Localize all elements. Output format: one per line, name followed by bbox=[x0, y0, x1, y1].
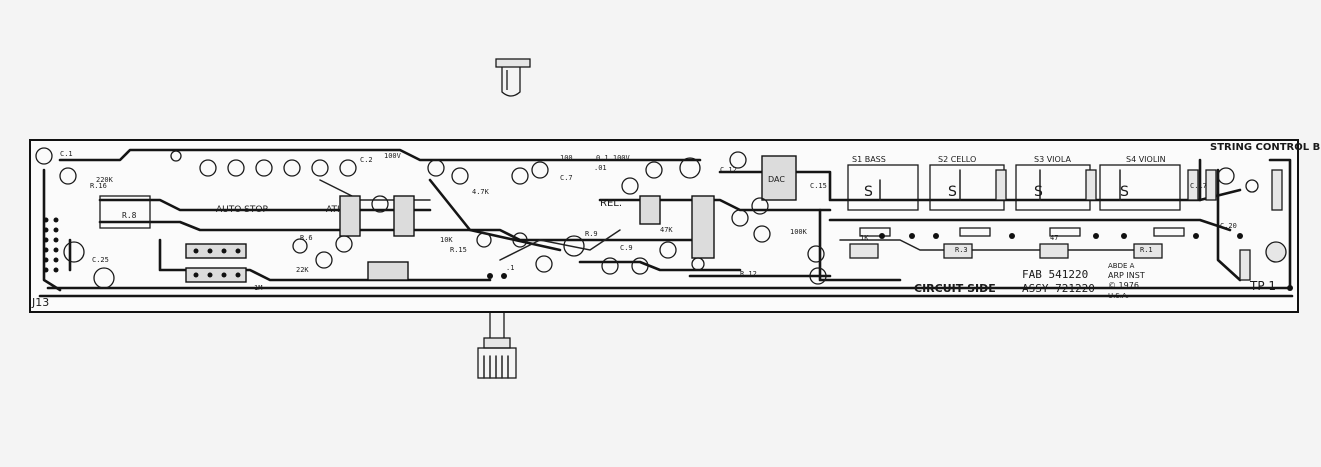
capacitor-label-9: C.25 bbox=[92, 256, 109, 264]
rev-label: ABDE A bbox=[1108, 262, 1135, 270]
value-label-7: .01 bbox=[594, 164, 607, 172]
capacitor-label-5: C.12 bbox=[720, 166, 737, 174]
capacitor-label-1: C.1 bbox=[60, 150, 73, 158]
board-labels: STRING CONTROL BD. CIRCUIT SIDE ASSY 721… bbox=[31, 142, 1321, 309]
value-label-8: .1 bbox=[506, 264, 514, 272]
value-label-11: 47 bbox=[1050, 234, 1058, 242]
capacitor-label-3: C.7 bbox=[560, 174, 573, 182]
brand-label: ARP INST bbox=[1108, 271, 1145, 280]
resistor-label-7: R.3 bbox=[955, 246, 968, 254]
bass-section-label: S1 BASS bbox=[852, 155, 886, 164]
ic-chips bbox=[99, 155, 797, 283]
resistor-bank-right bbox=[995, 169, 1283, 281]
ribbon-connector-bottom bbox=[477, 299, 517, 379]
origin-label: U.S.A. bbox=[1108, 292, 1129, 300]
capacitor-label-7: C.17 bbox=[1190, 182, 1207, 190]
cello-section-label: S2 CELLO bbox=[938, 155, 976, 164]
capacitors bbox=[35, 147, 1287, 289]
tp1-label: TP 1 bbox=[1249, 279, 1276, 293]
capacitor-label-4: C.9 bbox=[620, 244, 633, 252]
fab-number: FAB 541220 bbox=[1022, 268, 1088, 281]
capacitor-label-2: C.2 bbox=[360, 156, 373, 164]
value-label-9: 22K bbox=[296, 266, 309, 274]
switch-sections: S S S S bbox=[847, 164, 1181, 211]
assy-number: ASSY 721220 bbox=[1022, 282, 1095, 295]
svg-text:S: S bbox=[1034, 184, 1043, 200]
resistor-label-5: R.9 bbox=[585, 230, 598, 238]
solder-pads bbox=[43, 217, 1293, 291]
pcb-board-outline bbox=[29, 139, 1299, 313]
value-label-10: 1K bbox=[860, 234, 869, 242]
rel-label: REL. bbox=[600, 198, 622, 209]
value-label-6: 1M bbox=[254, 284, 262, 292]
value-label-14: 220K bbox=[96, 176, 114, 184]
value-label-13: 100 bbox=[560, 154, 573, 162]
value-label-5: 100K bbox=[790, 228, 808, 236]
svg-text:S: S bbox=[948, 184, 957, 200]
capacitor-label-6: C.15 bbox=[810, 182, 827, 190]
value-label-2: 4.7K bbox=[472, 188, 490, 196]
j13-label: J13 bbox=[31, 296, 49, 309]
board-title: STRING CONTROL BD. bbox=[1210, 142, 1321, 153]
violin-section-label: S4 VIOLIN bbox=[1126, 155, 1166, 164]
resistor-label-2: R.16 bbox=[90, 182, 107, 190]
value-label-12: 0.1 100V bbox=[596, 154, 631, 162]
circuit-side-label: CIRCUIT SIDE bbox=[914, 282, 996, 295]
viola-section-label: S3 VIOLA bbox=[1034, 155, 1071, 164]
ckt-label-1: ATI bbox=[326, 205, 340, 215]
value-label-3: 10K bbox=[440, 236, 453, 244]
copyright-label: © 1976 bbox=[1108, 281, 1139, 290]
resistor-label-6: R.12 bbox=[740, 270, 757, 278]
resistor-label-4: R.15 bbox=[450, 246, 467, 254]
transistor-row bbox=[849, 227, 1185, 259]
resistor-label-8: R.1 bbox=[1140, 246, 1153, 254]
svg-text:S: S bbox=[1120, 184, 1129, 200]
capacitor-label-8: C.20 bbox=[1220, 222, 1237, 230]
ckt-label-2: AUTO STOP bbox=[216, 205, 268, 215]
value-label-1: 100V bbox=[384, 152, 402, 160]
resistor-label-3: R.6 bbox=[300, 234, 313, 242]
svg-text:S: S bbox=[864, 184, 873, 200]
dac-label: DAC bbox=[768, 175, 785, 184]
detached-component-top bbox=[495, 58, 531, 97]
value-label-4: 47K bbox=[660, 226, 673, 234]
resistor-label-1: R.8 bbox=[122, 211, 137, 220]
